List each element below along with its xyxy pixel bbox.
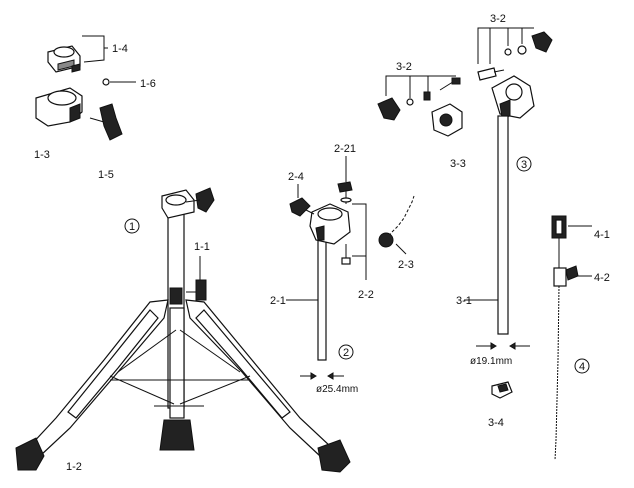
clamp-part-4-2 — [553, 265, 579, 287]
arm-clamp-head — [309, 203, 351, 245]
assembly-marker-4: 4 — [574, 358, 590, 374]
label-1-2: 1-2 — [66, 461, 82, 473]
arm-tube-part-2-1 — [317, 233, 327, 361]
label-3-4: 3-4 — [488, 417, 504, 429]
wing-nut-part-2-4 — [289, 197, 315, 217]
washer-part-1-6 — [102, 78, 110, 86]
label-1-1: 1-1 — [194, 241, 210, 253]
tripod-legs — [15, 299, 351, 473]
label-2-21: 2-21 — [334, 143, 356, 155]
arm-assembly-2 — [289, 181, 415, 380]
stand-assembly-1 — [15, 45, 351, 473]
label-1-5: 1-5 — [98, 169, 114, 181]
label-2-1: 2-1 — [270, 295, 286, 307]
label-1-4: 1-4 — [112, 43, 128, 55]
svg-text:1: 1 — [129, 221, 135, 233]
label-1-3: 1-3 — [34, 149, 50, 161]
label-4-1: 4-1 — [594, 229, 610, 241]
holder-part-4-1 — [551, 215, 567, 239]
label-2-2: 2-2 — [358, 289, 374, 301]
rod-assembly-4 — [551, 215, 592, 461]
assembly-marker-3: 3 — [516, 156, 532, 172]
label-2-4: 2-4 — [288, 171, 304, 183]
clamp-part-1-4 — [47, 45, 81, 73]
label-3-3: 3-3 — [450, 158, 466, 170]
boom-rod-part-3-1 — [497, 115, 509, 335]
screw-part-2-2 — [341, 244, 351, 265]
tension-knob-part-1-1 — [186, 279, 207, 301]
assembly-marker-1: 1 — [124, 218, 140, 234]
label-3-2-left: 3-2 — [396, 61, 412, 73]
dimension-3: ø19.1mm — [470, 356, 512, 367]
label-2-3: 2-3 — [398, 259, 414, 271]
svg-text:3: 3 — [521, 159, 527, 171]
label-4-2: 4-2 — [594, 272, 610, 284]
hardware-part-3-2-top — [477, 31, 553, 81]
label-1-6: 1-6 — [140, 78, 156, 90]
label-3-1: 3-1 — [456, 295, 472, 307]
collar-part-1-3 — [35, 87, 83, 127]
boom-assembly-3 — [377, 27, 553, 399]
boom-head — [491, 75, 535, 119]
bolt-part-2-21 — [337, 181, 353, 204]
knob-part-3-3 — [431, 103, 463, 137]
svg-text:4: 4 — [579, 361, 585, 373]
hardware-part-3-2-left — [377, 77, 461, 121]
dimension-2: ø25.4mm — [316, 384, 358, 395]
svg-text:2: 2 — [343, 347, 349, 359]
label-3-2-top: 3-2 — [490, 13, 506, 25]
wing-bolt-part-1-5 — [89, 103, 123, 141]
clip-part-3-4 — [491, 381, 513, 399]
spring-part-2-3 — [378, 195, 415, 248]
assembly-marker-2: 2 — [338, 344, 354, 360]
